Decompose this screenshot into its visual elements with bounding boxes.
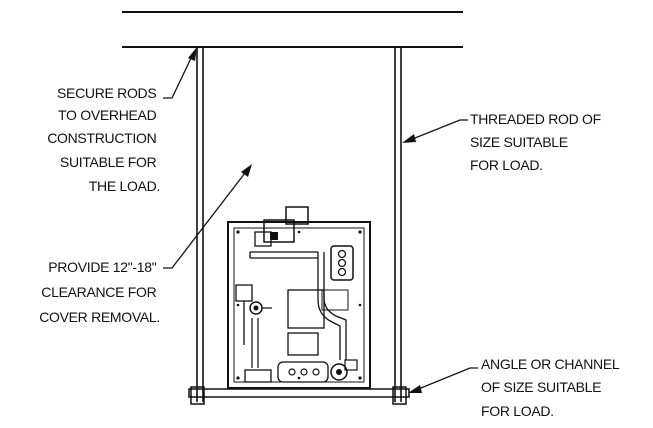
- mounting-screws: [236, 230, 362, 380]
- bottom-components: [244, 359, 358, 383]
- threaded-rod-right: [394, 47, 402, 402]
- gas-pipe: [249, 251, 318, 259]
- callout-angle-channel: ANGLE OR CHANNEL OF SIZE SUITABLE FOR LO…: [481, 356, 622, 419]
- angle-channel-support: [188, 386, 410, 405]
- heater-unit: [227, 206, 371, 389]
- callout-threaded-rod: THREADED ROD OF SIZE SUITABLE FOR LOAD.: [470, 111, 604, 173]
- callout-clearance: PROVIDE 12"-18" CLEARANCE FOR COVER REMO…: [39, 259, 160, 325]
- terminal-block: [330, 245, 354, 281]
- leader-secure-rods: [163, 47, 197, 99]
- threaded-rod-left: [196, 47, 204, 402]
- leader-angle-channel: [408, 367, 478, 393]
- callout-secure-rods: SECURE RODS TO OVERHEAD CONSTRUCTION SUI…: [47, 85, 160, 194]
- control-panel: [287, 289, 349, 356]
- gas-valve: [254, 206, 309, 247]
- overhead-construction: [122, 11, 463, 48]
- ignition-components: [235, 284, 272, 368]
- leader-threaded-rod: [402, 119, 468, 143]
- leader-clearance: [163, 164, 252, 269]
